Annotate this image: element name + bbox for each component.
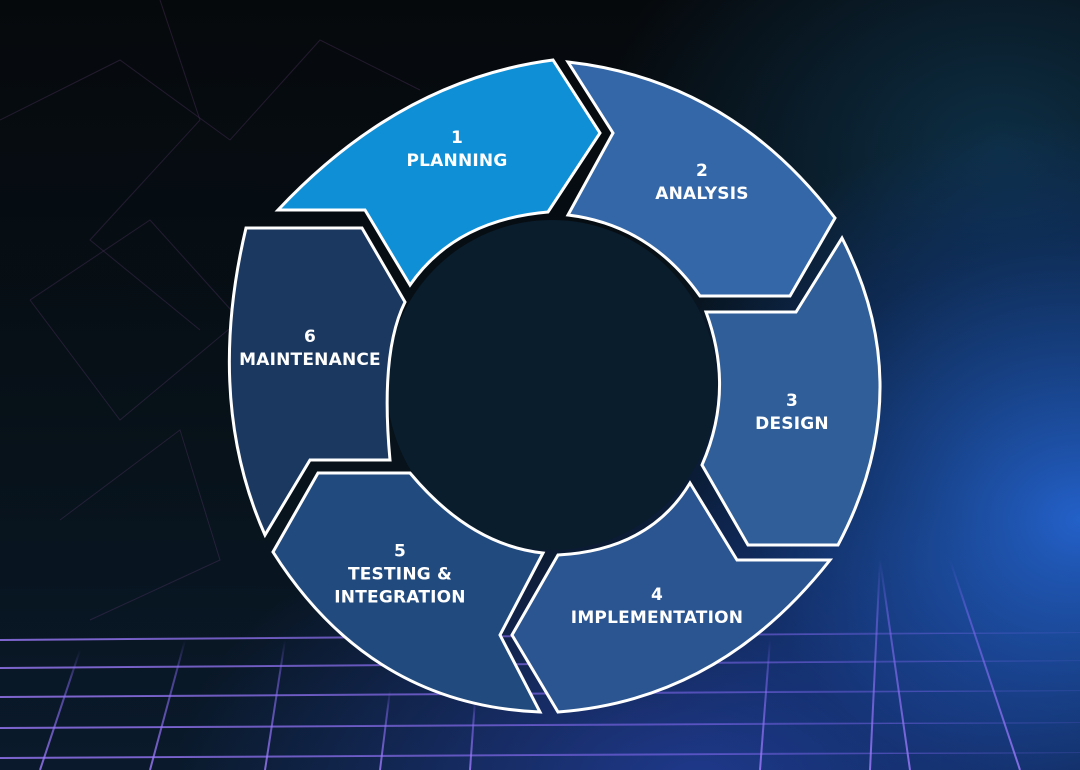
inner-circle bbox=[387, 220, 717, 550]
stage-3-label: 3 DESIGN bbox=[755, 390, 829, 436]
stage-2-label: 2 ANALYSIS bbox=[655, 160, 748, 206]
stage-4-implementation-segment[interactable] bbox=[510, 480, 834, 714]
stage-6-maintenance-segment[interactable] bbox=[227, 226, 407, 539]
stage-1-name: PLANNING bbox=[406, 151, 508, 171]
stage-5-name-line2: INTEGRATION bbox=[334, 587, 466, 608]
stage-4-label: 4 IMPLEMENTATION bbox=[571, 584, 743, 630]
stage-1-label: 1 PLANNING bbox=[406, 127, 507, 173]
stage-3-name: DESIGN bbox=[755, 414, 829, 434]
stage-2-number: 2 bbox=[695, 161, 709, 181]
stage-2-name: ANALYSIS bbox=[655, 184, 749, 204]
stage-3-design-segment[interactable] bbox=[700, 234, 882, 547]
stage-6-label: 6 MAINTENANCE bbox=[239, 326, 381, 372]
stage-5-name: TESTING & bbox=[347, 564, 453, 585]
stage-2-analysis-segment[interactable] bbox=[565, 60, 837, 298]
stage-5-number: 5 bbox=[393, 541, 407, 562]
stage-4-name: IMPLEMENTATION bbox=[570, 608, 744, 628]
stage-3-number: 3 bbox=[785, 391, 799, 411]
stage-1-number: 1 bbox=[450, 128, 464, 148]
stage-6-name: MAINTENANCE bbox=[239, 350, 381, 370]
stage-5-testing-integration-segment[interactable] bbox=[271, 471, 546, 714]
stage-5-label: 5 TESTING & INTEGRATION bbox=[334, 541, 465, 610]
stage-4-number: 4 bbox=[650, 585, 664, 605]
stage-1-planning-segment[interactable] bbox=[274, 58, 602, 288]
stage-6-number: 6 bbox=[303, 327, 317, 347]
